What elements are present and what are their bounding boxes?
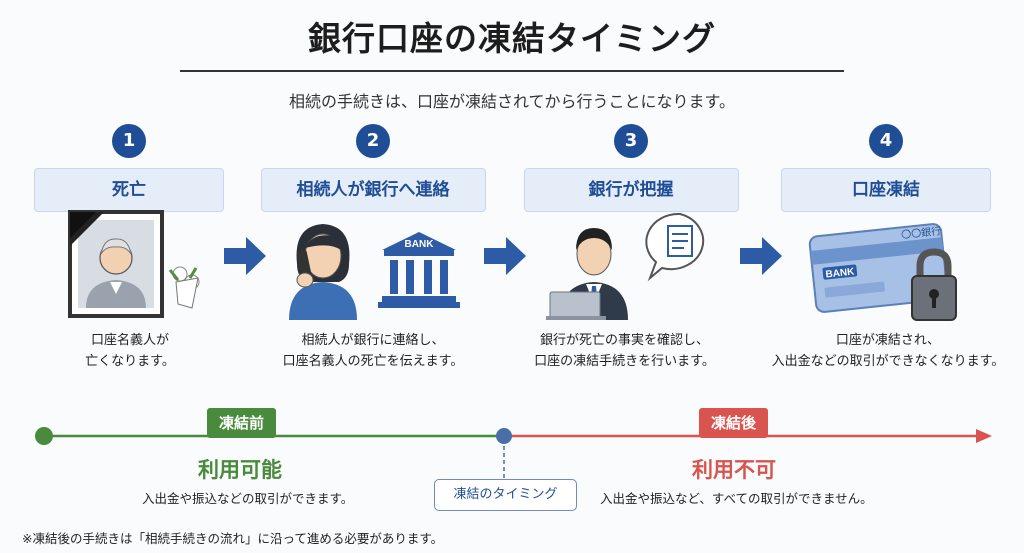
arrow-right-icon [224, 237, 266, 275]
before-status: 利用可能 [198, 458, 282, 482]
card-bank-text: BANK [825, 266, 856, 280]
step-number: 3 [614, 124, 648, 158]
step-label: 死亡 [34, 168, 224, 212]
document-bubble-icon [645, 212, 705, 282]
freeze-timing-label: 凍結のタイミング [434, 479, 577, 511]
step-label: 相続人が銀行へ連絡 [260, 168, 486, 212]
step-2-description: 相続人が銀行に連絡し、 口座名義人の死亡を伝えます。 [282, 333, 464, 369]
title-underline [180, 70, 844, 72]
step-1: 1 死亡 [14, 124, 244, 212]
step-3-description: 銀行が死亡の事実を確認し、 口座の凍結手続きを行います。 [534, 333, 715, 369]
before-freeze-badge: 凍結前 [207, 408, 277, 438]
bank-card-icon: BANK 〇〇銀行 [808, 223, 957, 321]
after-status: 利用不可 [692, 458, 776, 482]
woman-phone-icon [289, 224, 357, 320]
bank-building-icon: BANK [378, 232, 460, 308]
page-title: 銀行口座の凍結タイミング [308, 19, 716, 58]
timeline-line [35, 427, 992, 478]
arrow-right-icon [484, 237, 526, 275]
step-label: 口座凍結 [781, 168, 991, 212]
step-1-description: 口座名義人が 亡くなります。 [85, 333, 175, 369]
bank-sign-text: BANK [405, 239, 435, 250]
page-subtitle: 相続の手続きは、口座が凍結されてから行うことになります。 [289, 92, 735, 111]
step-3: 3 銀行が把握 [516, 124, 746, 212]
step-number: 4 [869, 124, 903, 158]
step-number: 2 [356, 124, 390, 158]
before-description: 入出金や振込などの取引ができます。 [142, 491, 354, 506]
memorial-portrait-icon [68, 210, 200, 318]
freeze-timeline: 凍結前 利用可能 入出金や振込などの取引ができます。 凍結のタイミング 凍結後 … [0, 400, 1024, 540]
footnote: ※凍結後の手続きは「相続手続きの流れ」に沿って進める必要があります。 [22, 531, 444, 546]
step-label: 銀行が把握 [523, 168, 739, 212]
after-freeze-badge: 凍結後 [699, 408, 769, 438]
card-name-text: 〇〇銀行 [901, 224, 942, 241]
step-2: 2 相続人が銀行へ連絡 [258, 124, 488, 212]
after-description: 入出金や振込など、すべての取引ができません。 [600, 491, 873, 506]
step-number: 1 [112, 124, 146, 158]
banker-icon [546, 228, 628, 320]
step-4-description: 口座が凍結され、 入出金などの取引ができなくなります。 [771, 333, 1005, 369]
arrow-right-icon [740, 237, 782, 275]
step-4: 4 口座凍結 [771, 124, 1001, 212]
